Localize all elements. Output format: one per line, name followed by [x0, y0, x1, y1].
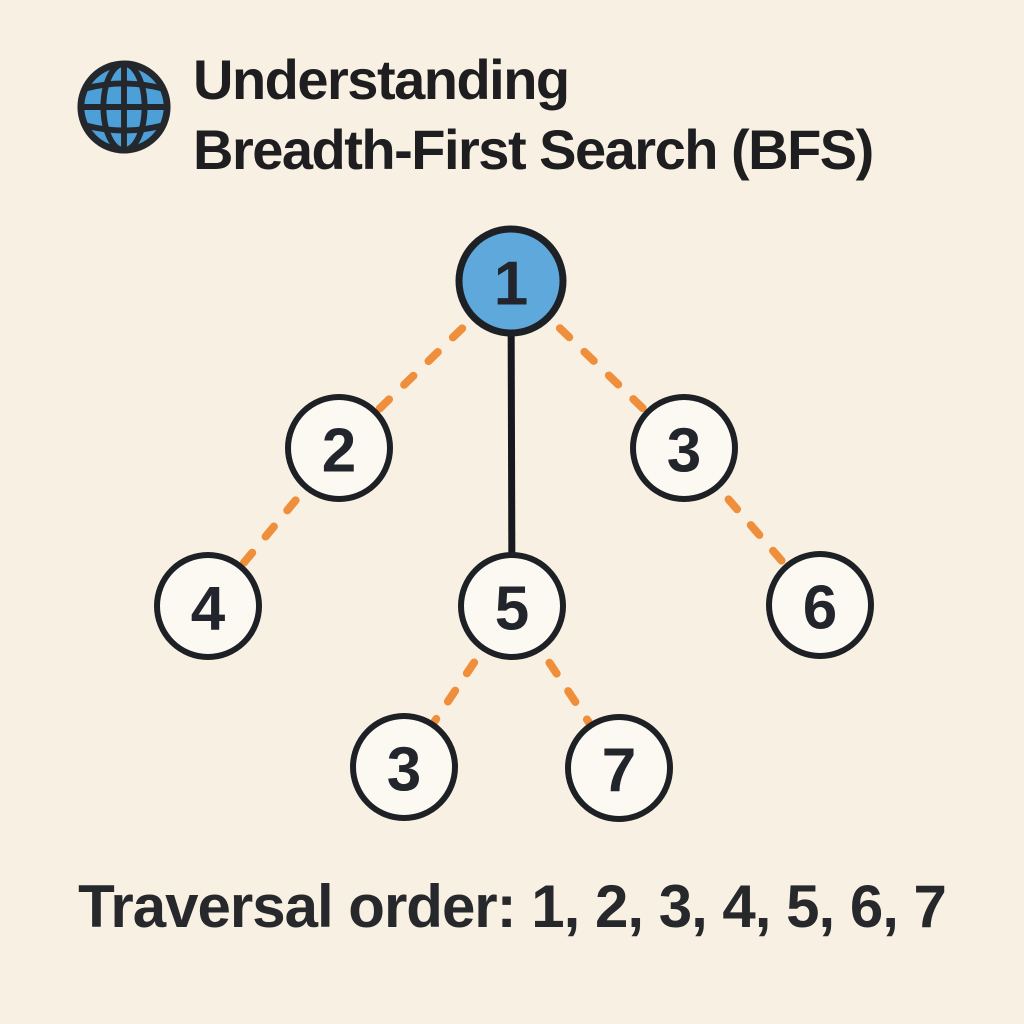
tree-node-label: 2	[322, 417, 356, 486]
tree-node-circle	[154, 552, 262, 660]
tree-node-label: 5	[495, 575, 529, 644]
tree-node-circle	[766, 551, 874, 659]
tree-node-label: 3	[387, 736, 421, 805]
tree-node-n2: 2	[285, 394, 393, 502]
tree-node-n3b: 3	[350, 713, 458, 821]
tree-node-n6: 6	[766, 551, 874, 659]
header: Understanding Breadth-First Search (BFS)	[75, 45, 874, 185]
tree-node-circle	[455, 225, 567, 337]
page-title: Understanding Breadth-First Search (BFS)	[193, 45, 874, 185]
tree-node-label: 6	[803, 574, 837, 643]
traversal-order-text: Traversal order: 1, 2, 3, 4, 5, 6, 7	[78, 873, 947, 940]
tree-node-circle	[350, 713, 458, 821]
tree-node-circle	[285, 394, 393, 502]
tree-node-label: 3	[667, 417, 701, 486]
tree-node-circle	[458, 552, 566, 660]
tree-node-n4: 4	[154, 552, 262, 660]
tree-node-n3: 3	[630, 394, 738, 502]
tree-node-n5: 5	[458, 552, 566, 660]
tree-node-n1: 1	[455, 225, 567, 337]
tree-node-label: 1	[494, 250, 528, 319]
tree-node-n7: 7	[565, 714, 673, 822]
page-title-line2: Breadth-First Search (BFS)	[193, 118, 874, 181]
globe-icon	[75, 58, 173, 156]
tree-node-label: 7	[602, 737, 636, 806]
tree-node-label: 4	[191, 575, 226, 644]
tree-node-circle	[630, 394, 738, 502]
tree-node-circle	[565, 714, 673, 822]
page-title-line1: Understanding	[193, 48, 570, 111]
